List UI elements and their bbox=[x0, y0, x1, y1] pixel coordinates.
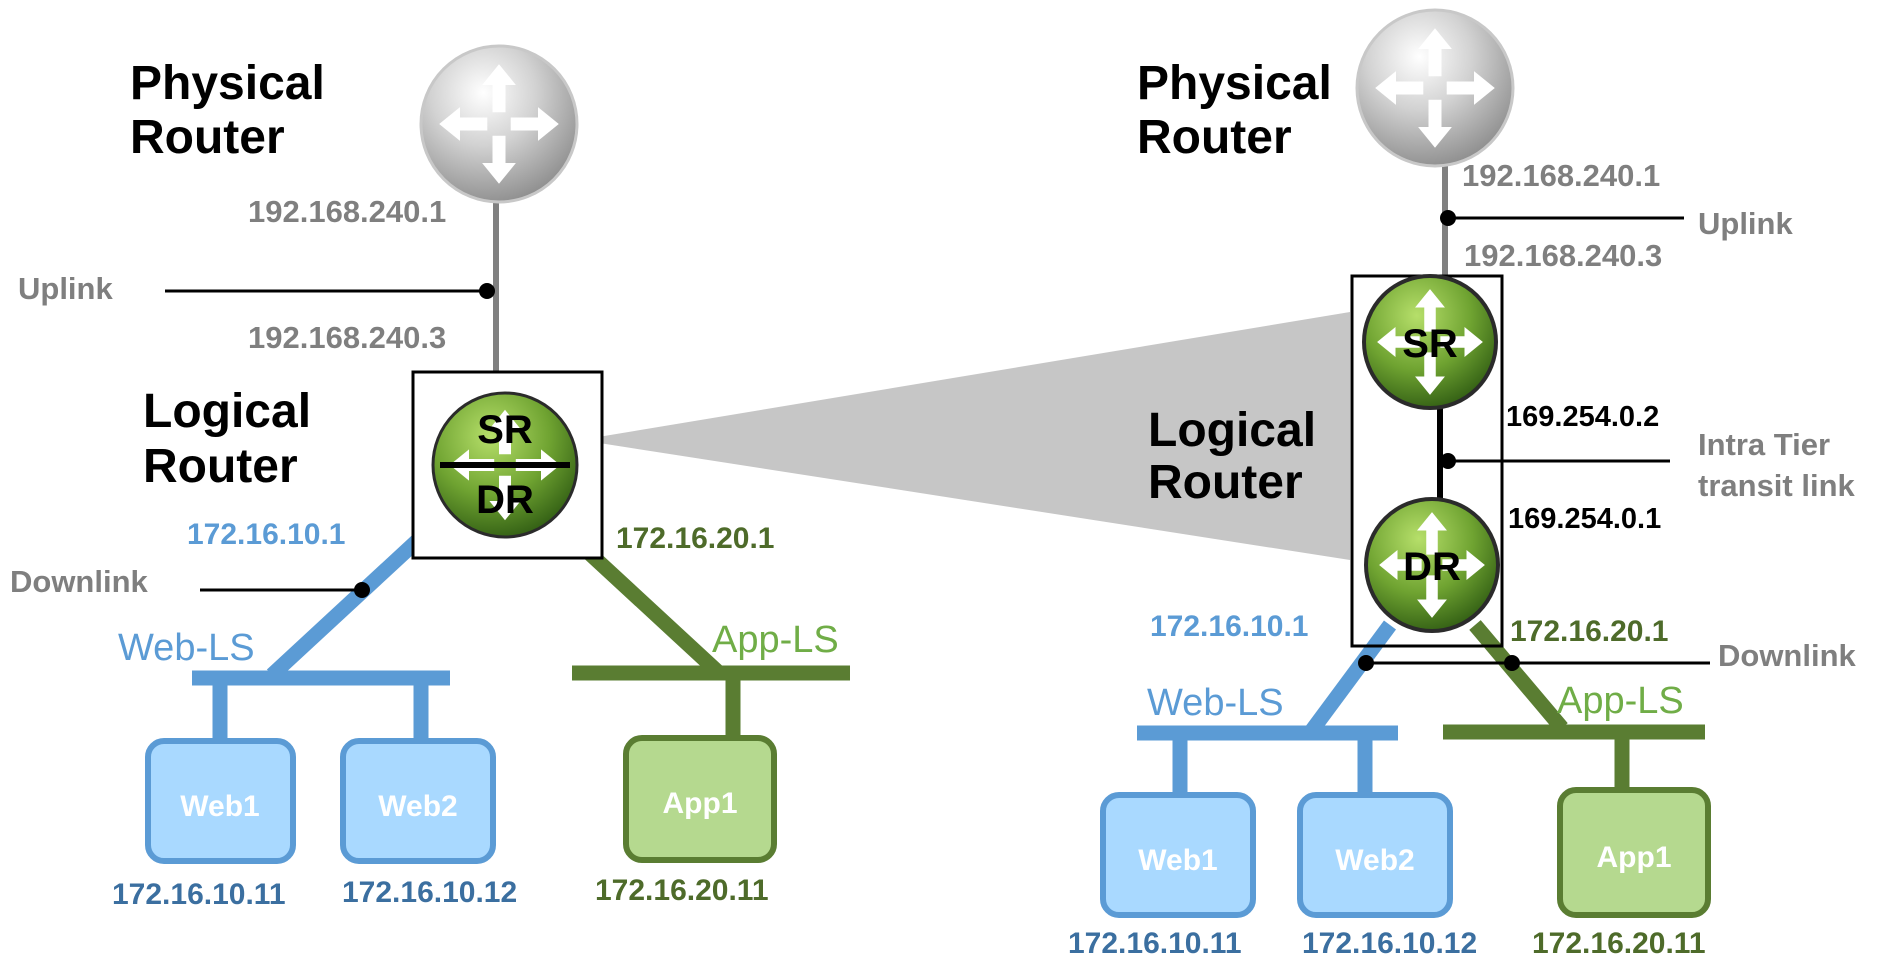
left-logical-router-title-line1: Logical bbox=[143, 385, 311, 438]
right-vm-web1-ip: 172.16.10.11 bbox=[1068, 927, 1242, 960]
left-uplink-ip-top: 192.168.240.1 bbox=[248, 194, 446, 229]
right-transit-dot bbox=[1440, 453, 1456, 469]
right-app-gateway-ip: 172.16.20.1 bbox=[1510, 615, 1668, 648]
right-uplink-dot bbox=[1440, 210, 1456, 226]
right-vm-app1-name: App1 bbox=[1597, 841, 1672, 874]
left-diagram: SR DR Uplink 192.168.240.1 192.168.240.3… bbox=[10, 44, 850, 911]
left-vm-app1-name: App1 bbox=[663, 787, 738, 820]
right-downlink-dot-web bbox=[1358, 655, 1374, 671]
right-sr-label: SR bbox=[1402, 322, 1458, 366]
left-vm-web2-name: Web2 bbox=[378, 790, 457, 823]
right-logical-router-title-line2: Router bbox=[1148, 456, 1303, 509]
right-dr-router-icon bbox=[1364, 497, 1500, 633]
left-vm-app1 bbox=[623, 735, 777, 863]
right-transit-label-line2: transit link bbox=[1698, 468, 1856, 503]
left-uplink-ip-bottom: 192.168.240.3 bbox=[248, 320, 446, 355]
left-sr-label: SR bbox=[477, 408, 533, 452]
left-uplink-dot bbox=[479, 283, 495, 299]
right-web-gateway-ip: 172.16.10.1 bbox=[1150, 610, 1308, 643]
right-vm-app1 bbox=[1557, 787, 1711, 918]
left-vm-web2-ip: 172.16.10.12 bbox=[342, 876, 517, 909]
left-web-ls-label: Web-LS bbox=[118, 627, 255, 669]
right-app-downlink bbox=[1469, 620, 1568, 733]
right-app-ls-label: App-LS bbox=[1557, 680, 1684, 722]
left-vm-web1-name: Web1 bbox=[180, 790, 259, 823]
right-uplink-ip-top: 192.168.240.1 bbox=[1462, 158, 1660, 193]
zoom-cone bbox=[580, 312, 1350, 560]
right-transit-ip-top: 169.254.0.2 bbox=[1506, 401, 1659, 433]
right-vm-app1-ip: 172.16.20.11 bbox=[1532, 927, 1706, 960]
left-app-ls-label: App-LS bbox=[712, 619, 839, 661]
right-physical-router-icon bbox=[1355, 8, 1515, 168]
right-vm-web1 bbox=[1100, 792, 1256, 918]
right-downlink-label: Downlink bbox=[1718, 638, 1857, 673]
right-logical-router-title-line1: Logical bbox=[1148, 404, 1316, 457]
left-physical-router-icon bbox=[419, 44, 579, 204]
left-physical-router-title-line2: Router bbox=[130, 111, 285, 164]
right-sr-router-icon bbox=[1362, 274, 1498, 410]
left-vm-app1-ip: 172.16.20.11 bbox=[595, 874, 769, 907]
right-web-ls-label: Web-LS bbox=[1147, 682, 1284, 724]
right-vm-web1-name: Web1 bbox=[1138, 844, 1217, 877]
right-downlink-dot-app bbox=[1504, 655, 1520, 671]
left-web-gateway-ip: 172.16.10.1 bbox=[187, 518, 345, 551]
left-downlink-dot bbox=[354, 582, 370, 598]
left-logical-router-title-line2: Router bbox=[143, 440, 298, 493]
left-vm-web1 bbox=[145, 738, 296, 864]
right-physical-router-title-line2: Router bbox=[1137, 111, 1292, 164]
right-diagram: SR DR Uplink 192.168.240.1 192.168.240.3… bbox=[1068, 8, 1857, 960]
right-vm-web2 bbox=[1297, 792, 1453, 918]
left-app-gateway-ip: 172.16.20.1 bbox=[616, 522, 774, 555]
right-vm-web2-ip: 172.16.10.12 bbox=[1302, 927, 1477, 960]
right-transit-label-line1: Intra Tier bbox=[1698, 427, 1830, 462]
left-vm-web1-ip: 172.16.10.11 bbox=[112, 878, 286, 911]
left-physical-router-title-line1: Physical bbox=[130, 57, 325, 110]
left-uplink-label: Uplink bbox=[18, 271, 113, 306]
left-logical-router-icon bbox=[431, 391, 579, 539]
right-uplink-ip-bottom: 192.168.240.3 bbox=[1464, 238, 1662, 273]
right-web-downlink bbox=[1303, 620, 1397, 738]
right-dr-label: DR bbox=[1403, 545, 1461, 589]
right-uplink-label: Uplink bbox=[1698, 206, 1793, 241]
left-vm-web2 bbox=[340, 738, 496, 864]
right-physical-router-title-line1: Physical bbox=[1137, 57, 1332, 110]
left-dr-label: DR bbox=[476, 478, 534, 522]
right-vm-web2-name: Web2 bbox=[1335, 844, 1414, 877]
left-downlink-label: Downlink bbox=[10, 564, 149, 599]
right-transit-ip-bottom: 169.254.0.1 bbox=[1508, 503, 1661, 535]
